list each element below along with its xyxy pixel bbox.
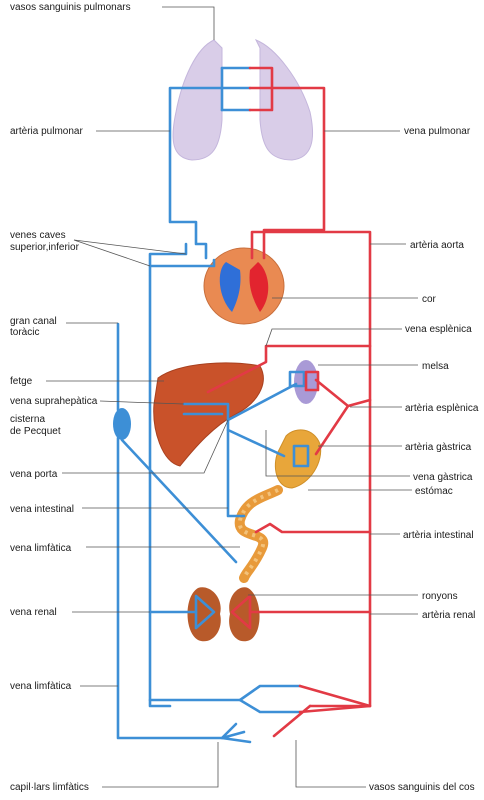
stomach	[274, 429, 322, 489]
lungs	[172, 39, 313, 161]
label-arteria-aorta: artèria aorta	[410, 240, 464, 251]
label-arteria-intestinal: artèria intestinal	[403, 530, 474, 541]
label-cor: cor	[422, 294, 437, 305]
label-vena-porta: vena porta	[10, 469, 58, 480]
venous-system	[116, 66, 310, 744]
label-arteria-pulmonar: artèria pulmonar	[10, 126, 83, 137]
label-capillars-limfatics: capil·lars limfàtics	[10, 782, 89, 793]
label-ronyons: ronyons	[422, 591, 458, 602]
label-cisterna-sub: de Pecquet	[10, 426, 61, 437]
label-estomac: estómac	[415, 486, 453, 497]
label-venes-caves: venes caves	[10, 230, 66, 241]
label-vena-gastrica: vena gàstrica	[413, 472, 473, 483]
label-gran-canal: gran canal	[10, 316, 57, 327]
labels: vasos sanguinis pulmonars artèria pulmon…	[10, 2, 479, 793]
label-fetge: fetge	[10, 376, 33, 387]
label-melsa: melsa	[422, 361, 449, 372]
label-cisterna: cisterna	[10, 414, 45, 425]
label-vena-limfatica: vena limfàtica	[10, 543, 72, 554]
arterial-system	[206, 66, 372, 738]
label-vena-renal: vena renal	[10, 607, 57, 618]
cisterna-de-pecquet	[113, 408, 131, 440]
label-venes-caves-sub: superior,inferior	[10, 242, 80, 253]
label-vasos-cos: vasos sanguinis del cos	[369, 782, 475, 793]
label-arteria-gastrica: artèria gàstrica	[405, 442, 472, 453]
label-vena-esplenica: vena esplènica	[405, 324, 472, 335]
intestine	[234, 485, 283, 583]
label-arteria-renal: artèria renal	[422, 610, 475, 621]
label-vena-suprahepatica: vena suprahepàtica	[10, 396, 98, 407]
label-vasos-pulmonars: vasos sanguinis pulmonars	[10, 2, 131, 13]
label-arteria-esplenica: artèria esplènica	[405, 403, 479, 414]
leader-lines	[46, 6, 418, 788]
label-vena-limfatica-2: vena limfàtica	[10, 681, 72, 692]
heart	[203, 247, 285, 325]
label-vena-intestinal: vena intestinal	[10, 504, 74, 515]
label-vena-pulmonar: vena pulmonar	[404, 126, 471, 137]
label-gran-canal-sub: toràcic	[10, 327, 39, 338]
